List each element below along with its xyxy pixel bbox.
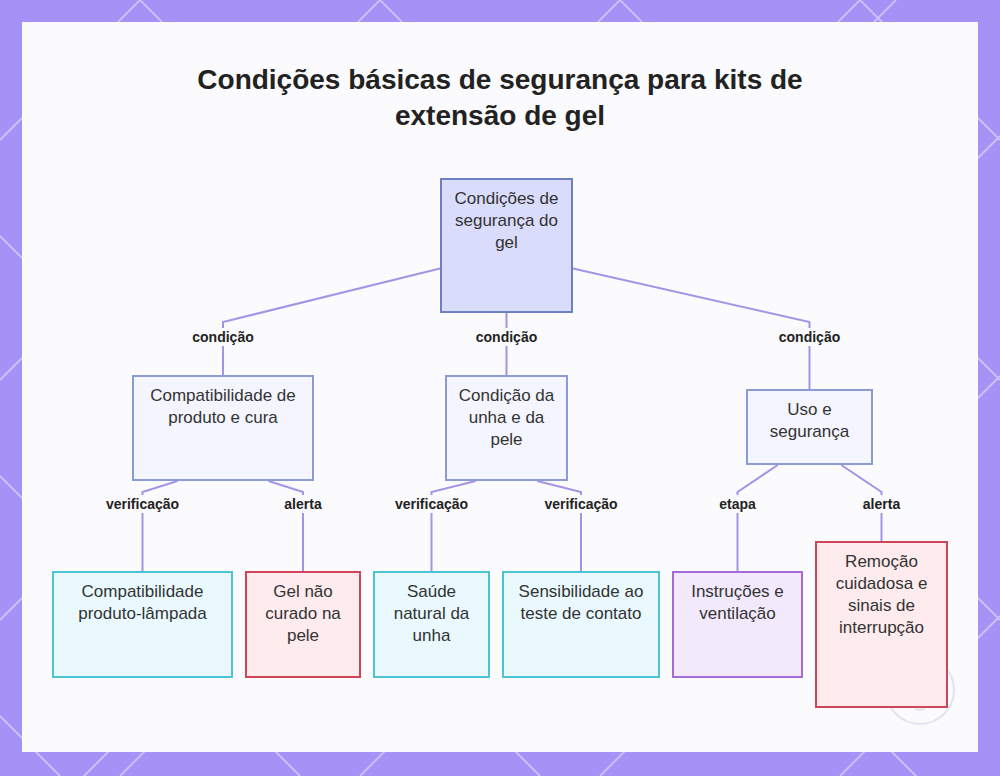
- connector-line: [738, 465, 778, 571]
- edge-label: condição: [189, 328, 256, 346]
- edge-label: verificação: [103, 495, 182, 513]
- node-text: Condições de segurança do gel: [450, 188, 563, 254]
- edge-label: verificação: [392, 495, 471, 513]
- category-box: Compatibilidade de produto e cura: [132, 375, 314, 481]
- edge-label: alerta: [281, 495, 324, 513]
- panel: [22, 22, 978, 752]
- category-box: Condição da unha e da pele: [445, 375, 568, 481]
- node-text: Gel não curado na pele: [255, 581, 351, 647]
- edge-label: condição: [776, 328, 843, 346]
- alert-box: Gel não curado na pele: [245, 571, 361, 678]
- node-text: Remoção cuidadosa e sinais de interrupçã…: [825, 551, 938, 639]
- connector-line: [573, 268, 810, 389]
- edge-label: etapa: [716, 495, 759, 513]
- node-text: Instruções e ventilação: [682, 581, 793, 625]
- node-text: Condição da unha e da pele: [455, 385, 558, 451]
- check-box: Sensibilidade ao teste de contato: [502, 571, 660, 678]
- root-box: Condições de segurança do gel: [440, 178, 573, 313]
- edge-label: alerta: [860, 495, 903, 513]
- check-box: Compatibilidade produto-lâmpada: [52, 571, 233, 678]
- alert-box: Remoção cuidadosa e sinais de interrupçã…: [815, 541, 948, 708]
- edge-label: condição: [473, 328, 540, 346]
- node-text: Compatibilidade de produto e cura: [142, 385, 304, 429]
- step-box: Instruções e ventilação: [672, 571, 803, 678]
- connector-line: [223, 268, 440, 375]
- edge-label: verificação: [541, 495, 620, 513]
- node-text: Sensibilidade ao teste de contato: [512, 581, 650, 625]
- node-text: Uso e segurança: [756, 399, 863, 443]
- check-box: Saúde natural da unha: [373, 571, 490, 678]
- category-box: Uso e segurança: [746, 389, 873, 465]
- node-text: Saúde natural da unha: [383, 581, 480, 647]
- diagram-title: Condições básicas de segurança para kits…: [190, 62, 810, 134]
- node-text: Compatibilidade produto-lâmpada: [62, 581, 223, 625]
